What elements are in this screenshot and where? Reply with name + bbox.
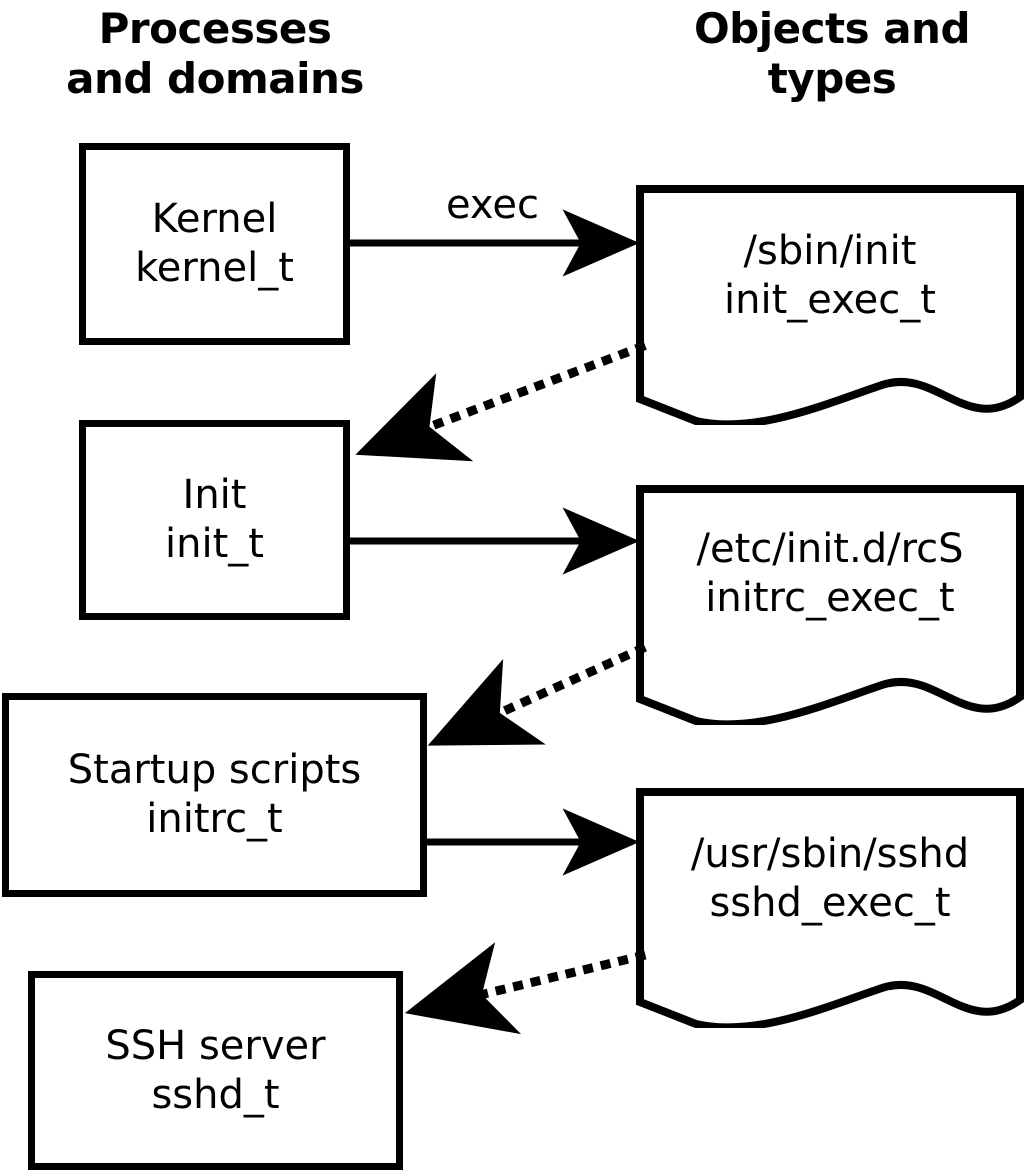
process-box-startup-scripts-name: Startup scripts [67, 747, 362, 794]
object-doc-usr-sbin-sshd-type: sshd_exec_t [709, 880, 951, 926]
process-box-ssh-server-type: sshd_t [151, 1071, 280, 1118]
object-doc-sbin-init[interactable]: /sbin/init init_exec_t [636, 185, 1024, 425]
object-doc-sbin-init-path: /sbin/init [743, 228, 917, 274]
process-box-startup-scripts-type: initrc_t [146, 796, 283, 842]
edge-initexec-transition-init [355, 341, 647, 462]
process-box-ssh-server[interactable]: SSH server sshd_t [28, 971, 403, 1170]
edge-sshdexec-transition-sshd [404, 942, 647, 1035]
edge-label-exec: exec [446, 182, 539, 228]
process-box-kernel-type: kernel_t [135, 245, 294, 291]
process-box-kernel-name: Kernel [151, 196, 278, 243]
document-shape-icon [636, 788, 1024, 1028]
object-doc-etc-initd-rcs-type: initrc_exec_t [705, 575, 955, 621]
column-header-objects-and-types: Objects and types [693, 4, 971, 103]
process-box-init-name: Init [182, 472, 247, 519]
object-doc-usr-sbin-sshd-path: /usr/sbin/sshd [690, 831, 970, 877]
process-box-init-type: init_t [165, 521, 264, 567]
process-box-startup-scripts[interactable]: Startup scripts initrc_t [2, 693, 427, 897]
document-shape-icon [636, 485, 1024, 725]
process-box-kernel[interactable]: Kernel kernel_t [79, 143, 350, 345]
object-doc-etc-initd-rcs[interactable]: /etc/init.d/rcS initrc_exec_t [636, 485, 1024, 725]
document-shape-icon [636, 185, 1024, 425]
object-doc-sbin-init-type: init_exec_t [724, 277, 936, 323]
edge-initrcexec-transition-initrc [427, 643, 647, 746]
process-box-init[interactable]: Init init_t [79, 420, 350, 620]
object-doc-etc-initd-rcs-path: /etc/init.d/rcS [696, 526, 964, 572]
column-header-processes-and-domains: Processes and domains [66, 4, 364, 103]
object-doc-usr-sbin-sshd[interactable]: /usr/sbin/sshd sshd_exec_t [636, 788, 1024, 1028]
process-box-ssh-server-name: SSH server [105, 1022, 326, 1069]
